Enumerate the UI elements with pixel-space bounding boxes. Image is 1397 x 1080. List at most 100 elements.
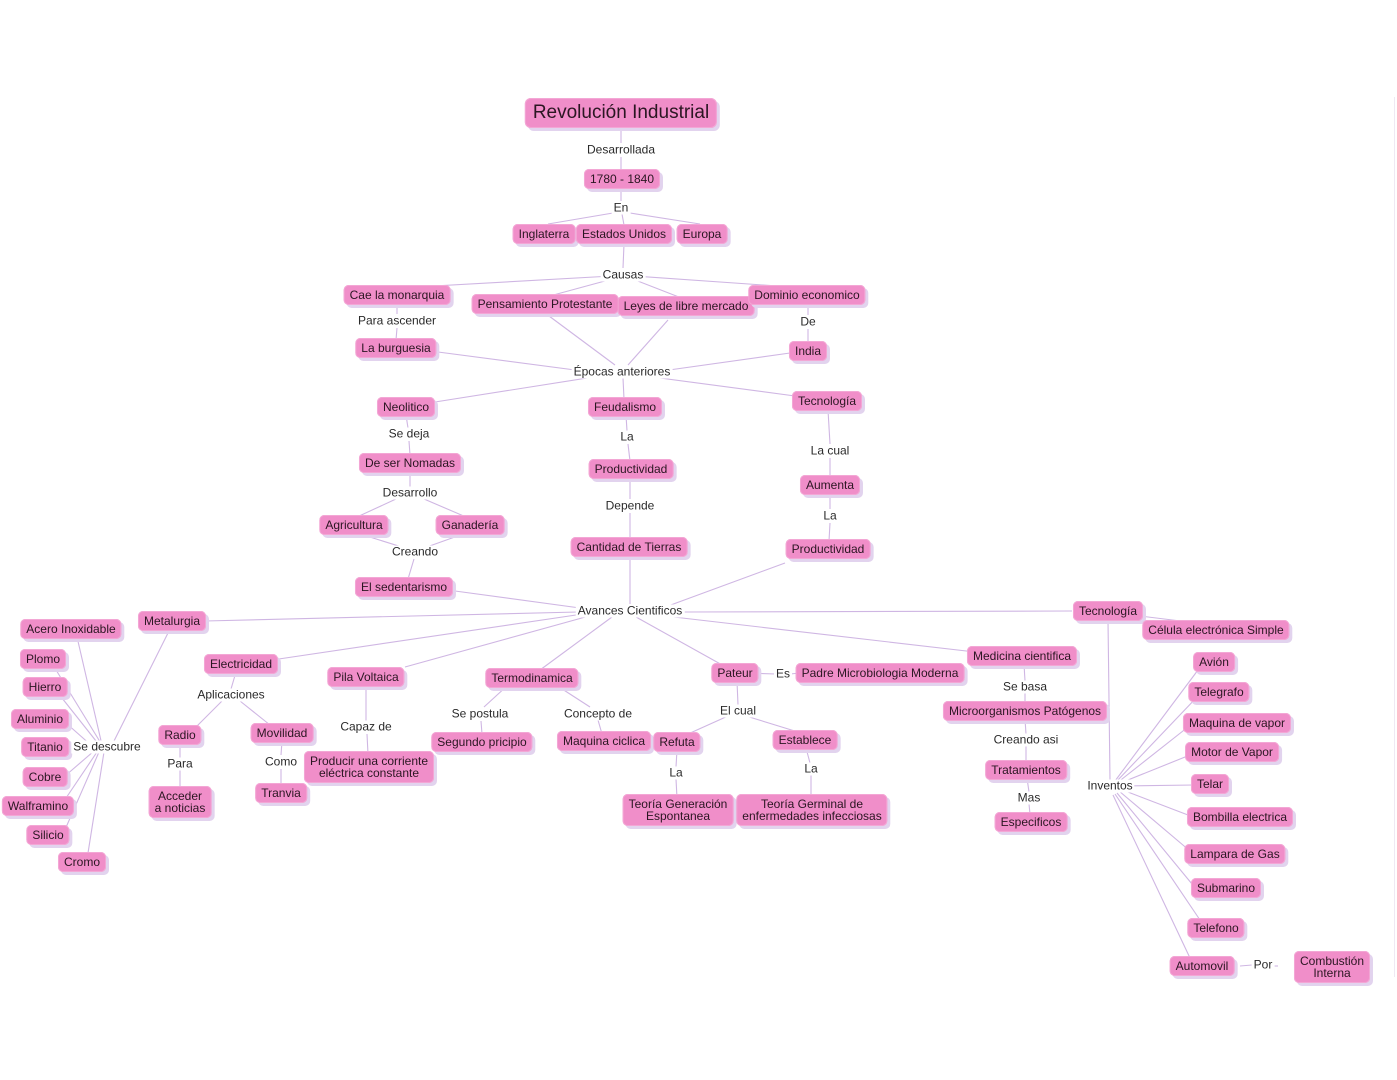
node-refuta[interactable]: Refuta: [653, 732, 701, 752]
connector-line: [805, 747, 811, 764]
connector-line: [239, 700, 271, 726]
node-segundo-principio[interactable]: Segundo pricipio: [431, 732, 533, 752]
node-el-sedentarismo[interactable]: El sedentarismo: [354, 577, 454, 597]
link-label-causas: Causas: [600, 267, 646, 282]
node-aluminio[interactable]: Aluminio: [10, 709, 70, 729]
node-neolitico[interactable]: Neolitico: [376, 397, 436, 417]
node-metalurgia[interactable]: Metalurgia: [137, 611, 207, 631]
node-la-burguesia[interactable]: La burguesia: [355, 338, 437, 358]
node-walframino[interactable]: Walframino: [1, 796, 75, 816]
node-radio[interactable]: Radio: [158, 725, 202, 745]
node-tranvia[interactable]: Tranvia: [255, 783, 307, 803]
connector-line: [1239, 964, 1253, 967]
link-label-aplicaciones: Aplicaciones: [195, 687, 267, 702]
node-cobre[interactable]: Cobre: [22, 767, 68, 787]
node-medicina-cientifica[interactable]: Medicina cientifica: [966, 646, 1078, 666]
node-termodinamica[interactable]: Termodinamica: [485, 668, 579, 688]
node-europa[interactable]: Europa: [676, 224, 728, 244]
node-cantidad-de-tierras[interactable]: Cantidad de Tierras: [570, 537, 688, 557]
node-ganaderia[interactable]: Ganadería: [435, 515, 505, 535]
node-hierro[interactable]: Hierro: [22, 677, 68, 697]
connector-line: [668, 352, 791, 371]
node-dominio-economico[interactable]: Dominio economico: [748, 285, 866, 305]
node-agricultura[interactable]: Agricultura: [319, 515, 389, 535]
connector-line: [366, 733, 369, 755]
node-submarino[interactable]: Submarino: [1190, 878, 1262, 898]
node-india[interactable]: India: [788, 341, 828, 361]
node-leyes-libre-mercado[interactable]: Leyes de libre mercado: [617, 296, 755, 316]
node-de-ser-nomadas[interactable]: De ser Nomadas: [358, 453, 462, 473]
link-label-la-feudalismo: La: [618, 429, 636, 444]
connector-line: [828, 522, 831, 542]
node-microorganismos-patogenos[interactable]: Microorganismos Patógenos: [942, 701, 1108, 721]
connector-line: [667, 562, 786, 607]
node-estados-unidos[interactable]: Estados Unidos: [575, 224, 673, 244]
connector-line: [64, 750, 95, 777]
link-label-la-tecnologia: La: [821, 508, 839, 523]
node-titanio[interactable]: Titanio: [21, 737, 69, 757]
connector-line: [1024, 718, 1027, 735]
node-cromo[interactable]: Cromo: [57, 852, 107, 872]
node-especificos[interactable]: Especificos: [994, 812, 1068, 832]
node-producir-corriente[interactable]: Producir una corriente eléctrica constan…: [303, 751, 435, 783]
node-teoria-germinal[interactable]: Teoría Germinal de enfermedades infeccio…: [736, 794, 888, 826]
connector-line: [454, 590, 581, 609]
root-topic-revolucion-industrial[interactable]: Revolución Industrial: [524, 98, 718, 128]
node-pensamiento-protestante[interactable]: Pensamiento Protestante: [471, 294, 619, 314]
node-pila-voltaica[interactable]: Pila Voltaica: [327, 667, 405, 687]
connector-line: [621, 213, 625, 226]
node-telar[interactable]: Telar: [1190, 774, 1230, 794]
connector-line: [627, 319, 669, 366]
node-telefono[interactable]: Telefono: [1187, 918, 1245, 938]
node-fechas[interactable]: 1780 - 1840: [583, 169, 661, 189]
node-padre-microbiologia[interactable]: Padre Microbiologia Moderna: [795, 663, 965, 683]
connector-line: [63, 751, 100, 833]
node-tecnologia-avances[interactable]: Tecnología: [1072, 601, 1144, 621]
connector-line: [1116, 726, 1189, 784]
node-electricidad[interactable]: Electricidad: [203, 654, 279, 674]
connector-line: [555, 684, 591, 708]
node-bombilla-electrica[interactable]: Bombilla electrica: [1186, 807, 1294, 827]
node-feudalismo[interactable]: Feudalismo: [587, 397, 663, 417]
node-acero-inoxidable[interactable]: Acero Inoxidable: [20, 619, 122, 639]
link-label-creando: Creando: [389, 544, 441, 559]
connector-line: [635, 616, 725, 667]
connector-line: [423, 498, 467, 518]
node-cae-la-monarquia[interactable]: Cae la monarquia: [343, 285, 451, 305]
node-celula-electronica[interactable]: Célula electrónica Simple: [1142, 620, 1290, 640]
node-inglaterra[interactable]: Inglaterra: [512, 224, 576, 244]
connector-line: [625, 414, 628, 432]
node-maquina-ciclica[interactable]: Maquina ciclica: [556, 731, 652, 751]
connector-line: [408, 440, 411, 456]
node-motor-de-vapor[interactable]: Motor de Vapor: [1185, 742, 1279, 762]
node-aumenta[interactable]: Aumenta: [799, 475, 861, 495]
link-label-la-refuta: La: [667, 765, 685, 780]
connector-line: [480, 720, 483, 735]
node-establece[interactable]: Establece: [772, 730, 838, 750]
node-tratamientos[interactable]: Tratamientos: [985, 760, 1067, 780]
node-tecnologia-epocas[interactable]: Tecnología: [791, 391, 863, 411]
connector-line: [1118, 790, 1191, 852]
node-productividad-feudal[interactable]: Productividad: [588, 459, 674, 479]
node-teoria-generacion-espontanea[interactable]: Teoría Generación Espontanea: [622, 794, 734, 826]
node-maquina-de-vapor[interactable]: Maquina de vapor: [1182, 713, 1292, 733]
node-combustion-interna[interactable]: Combustión Interna: [1293, 951, 1371, 983]
node-movilidad[interactable]: Movilidad: [250, 723, 314, 743]
node-acceder-a-noticias[interactable]: Acceder a noticias: [148, 786, 212, 818]
connector-line: [736, 680, 739, 706]
connector-line: [622, 243, 625, 269]
connector-line: [1117, 754, 1191, 785]
node-pateur[interactable]: Pateur: [711, 663, 759, 683]
node-productividad-tecnologia[interactable]: Productividad: [785, 539, 871, 559]
node-silicio[interactable]: Silicio: [26, 825, 70, 845]
node-automovil[interactable]: Automovil: [1169, 956, 1235, 976]
connector-line: [629, 277, 685, 300]
connector-line: [407, 558, 415, 580]
node-avion[interactable]: Avión: [1193, 652, 1235, 672]
node-plomo[interactable]: Plomo: [19, 649, 67, 669]
node-telegrafo[interactable]: Telegrafo: [1188, 682, 1250, 702]
connector-line: [1115, 695, 1199, 783]
node-lampara-de-gas[interactable]: Lampara de Gas: [1184, 844, 1286, 864]
connector-line: [57, 692, 101, 747]
